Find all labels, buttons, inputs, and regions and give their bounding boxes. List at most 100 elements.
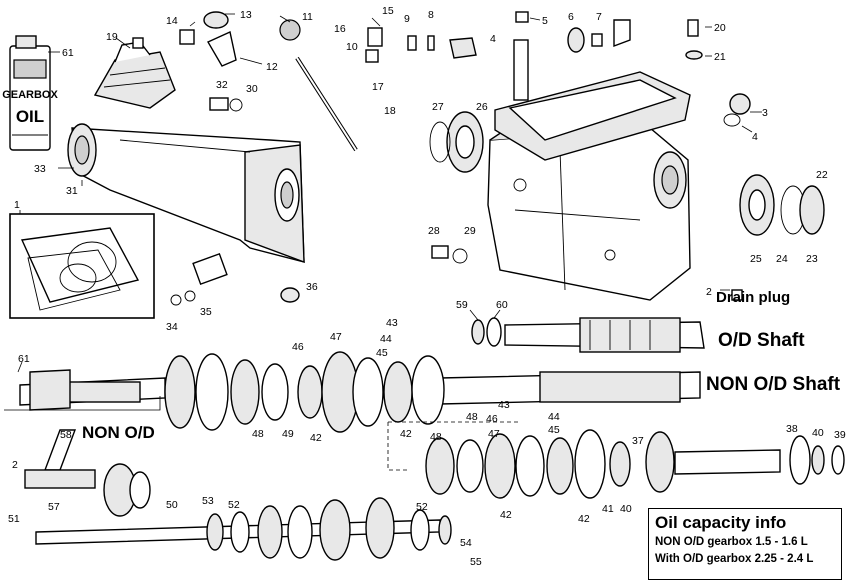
bearing-25 [739,174,775,236]
part-label-39: 40 [812,427,824,439]
part-label-48a: 48 [252,428,264,440]
part-label-40: 40 [620,503,632,515]
part-label-16: 16 [334,23,346,35]
part-label-43: 43 [386,317,398,329]
gear-cluster-upper [164,351,445,433]
part-label-48b: 48 [466,411,478,423]
oil-can-text-2: OIL [16,107,44,126]
part-label-42c: 42 [500,509,512,521]
part-label-47b: 47 [488,428,500,440]
part-label-11: 11 [302,11,313,23]
part-label-51: 51 [8,513,20,525]
part-label-17: 17 [372,81,384,93]
part-label-10: 10 [346,41,358,53]
part-label-49: 49 [282,428,294,440]
rear-extension-housing [67,123,305,264]
part-label-2: 2 [706,286,712,298]
gear-cluster-lower [425,429,845,499]
part-label-34: 35 [200,306,212,318]
non-od-mainshaft [19,369,701,411]
part-label-61: 61 [62,47,74,59]
oil-capacity-info-box: Oil capacity info NON O/D gearbox 1.5 - … [648,508,842,580]
oil-capacity-title: Oil capacity info [655,513,787,532]
part-label-45: 45 [376,347,388,359]
part-label-22: 22 [816,169,828,181]
part-label-44b: 44 [548,411,560,423]
part-label-4: 4 [752,131,758,143]
non-od-label: NON O/D [82,423,155,442]
rings-22-24 [780,185,825,235]
small-parts [170,11,751,306]
part-label-3: 3 [762,107,768,119]
part-label-46b: 46 [486,413,498,425]
part-label-57: 58 [60,429,72,441]
od-shaft-label: O/D Shaft [718,330,805,351]
part-label-46: 46 [292,341,304,353]
bearing-26 [446,111,484,173]
part-label-4a: 4 [490,33,496,45]
oil-capacity-non-od: NON O/D gearbox 1.5 - 1.6 L [655,536,808,548]
gearbox-casing [487,109,691,301]
part-label-7: 7 [596,11,602,23]
part-label-5: 5 [542,15,548,27]
part-label-48c: 48 [430,431,442,443]
part-label-37: 38 [786,423,798,435]
part-label-59: 60 [496,299,508,311]
part-label-26: 26 [476,101,488,113]
part-label-14: 14 [166,15,178,27]
part-label-13: 13 [240,9,252,21]
part-label-56: 57 [48,501,60,513]
part-label-8: 8 [428,9,434,21]
part-label-53: 53 [202,495,214,507]
part-label-29: 29 [464,225,476,237]
part-label-6: 6 [568,11,574,23]
part-label-32: 33 [34,163,46,175]
part-label-9: 9 [404,13,410,25]
part-label-19: 19 [106,31,118,43]
part-label-42b: 42 [400,428,412,440]
part-label-60: 61 [18,353,30,365]
part-label-2b: 2 [12,459,18,471]
part-label-28: 28 [428,225,440,237]
non-od-shaft-label: NON O/D Shaft [706,374,841,395]
non-od-bracket [4,396,161,411]
part-number-labels: 61 19 14 13 11 12 15 16 10 17 18 9 8 4 5… [8,5,846,568]
part-label-25: 25 [750,253,762,265]
part-label-54: 54 [460,537,472,549]
selector-rod [295,56,358,152]
part-label-42a: 42 [310,432,322,444]
part-label-50: 50 [166,499,178,511]
od-dashed-outline [387,421,520,471]
part-label-42d: 42 [578,513,590,525]
part-label-38: 39 [834,429,846,441]
part-label-43b: 43 [498,399,510,411]
part-label-29a: 30 [246,83,258,95]
gearbox-top-cover [494,39,691,161]
part-label-41: 41 [602,503,614,515]
part-label-52a: 52 [228,499,240,511]
part-label-24: 24 [776,253,788,265]
part-label-18: 18 [384,105,396,117]
part-label-55: 55 [470,556,482,568]
part-label-15: 15 [382,5,394,17]
reverse-lever-assembly [24,429,151,517]
part-label-44: 44 [380,333,392,345]
part-label-21: 21 [714,51,726,63]
oil-can-text-1: GEARBOX [2,89,58,101]
part-label-1: 1 [14,199,20,211]
part-label-45b: 45 [548,424,560,436]
part-label-31: 31 [66,185,78,197]
oil-capacity-with-od: With O/D gearbox 2.25 - 2.4 L [655,553,814,565]
od-shaft [471,317,705,353]
drain-plug-label: Drain plug [716,289,790,306]
part-label-36: 37 [632,435,644,447]
leader-lines [17,13,762,373]
part-label-12: 12 [266,61,278,73]
part-label-58: 59 [456,299,468,311]
layshaft-cluster [35,497,452,561]
circlip-27 [429,121,451,163]
part-label-52b: 52 [416,501,428,513]
part-label-47: 47 [330,331,342,343]
